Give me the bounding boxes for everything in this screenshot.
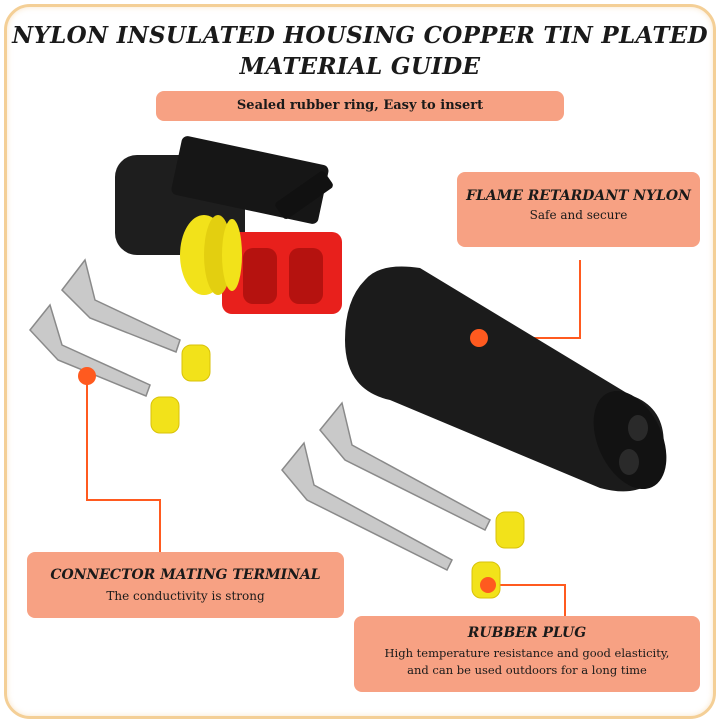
terminal-heading: CONNECTOR MATING TERMINAL (50, 567, 321, 583)
title-line-2: MATERIAL GUIDE (239, 53, 481, 80)
title-line-1: NYLON INSULATED HOUSING COPPER TIN PLATE… (12, 22, 708, 49)
rubber-plug-callout: RUBBER PLUG High temperature resistance … (354, 616, 700, 692)
terminal-marker (78, 367, 96, 385)
terminal-text: The conductivity is strong (106, 589, 265, 603)
terminal-callout-line (86, 378, 161, 552)
plug-marker (480, 577, 496, 593)
terminals-left (29, 258, 181, 397)
page-frame (4, 4, 716, 719)
rubber-plugs (150, 344, 525, 599)
female-connector-image (115, 136, 342, 314)
page-title: NYLON INSULATED HOUSING COPPER TIN PLATE… (0, 20, 720, 82)
flame-retardant-callout: FLAME RETARDANT NYLON Safe and secure (457, 172, 700, 247)
plug-heading: RUBBER PLUG (467, 625, 587, 641)
plug-text-line-2: and can be used outdoors for a long time (407, 663, 647, 677)
flame-heading: FLAME RETARDANT NYLON (466, 188, 691, 204)
terminals-right (281, 401, 491, 572)
male-connector-image (345, 266, 667, 492)
terminal-callout: CONNECTOR MATING TERMINAL The conductivi… (27, 552, 344, 618)
flame-text: Safe and secure (529, 208, 628, 222)
plug-text-line-1: High temperature resistance and good ela… (384, 646, 670, 660)
plug-callout-line (488, 584, 566, 616)
subtitle-banner: Sealed rubber ring, Easy to insert (156, 91, 564, 121)
